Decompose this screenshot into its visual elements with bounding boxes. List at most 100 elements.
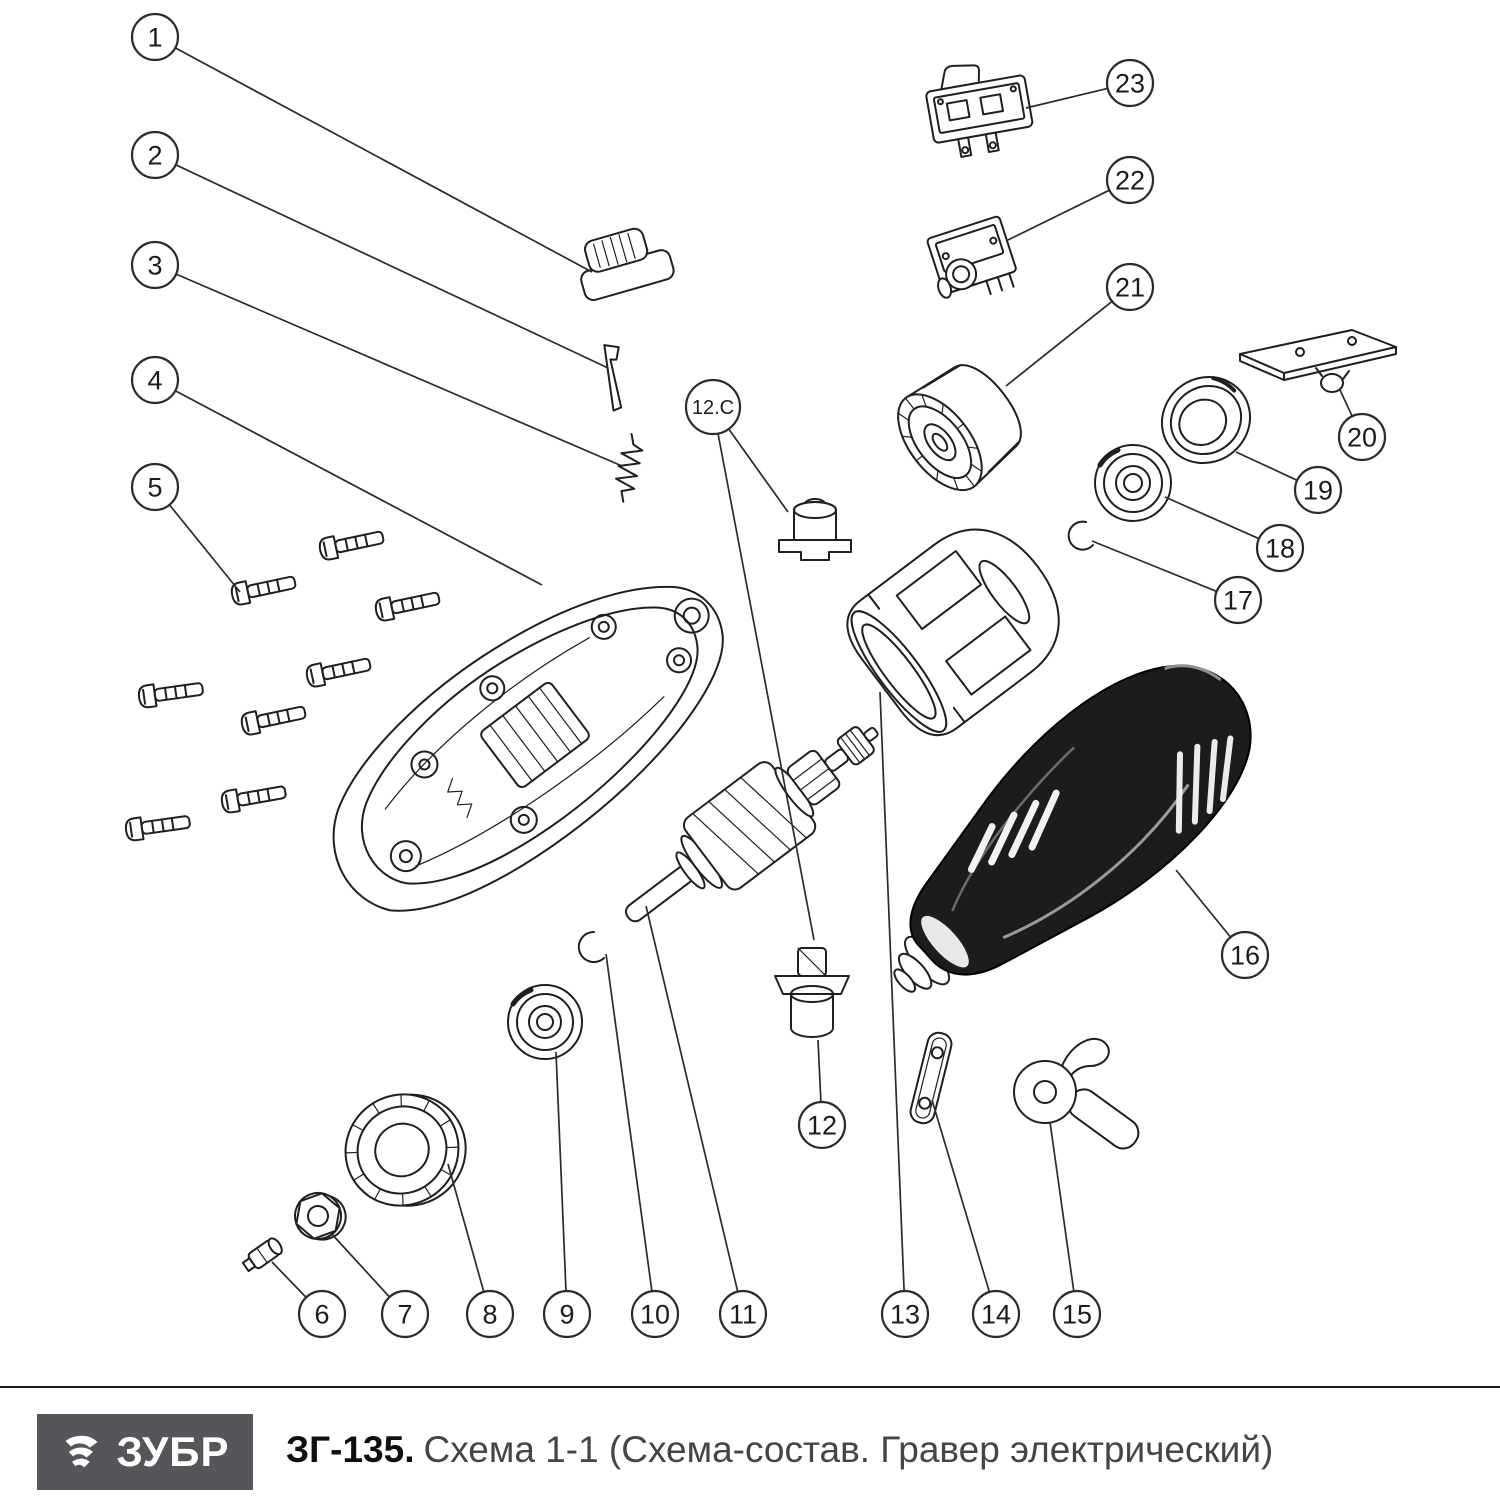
callout-12.C: [684, 378, 742, 436]
callout-label-6: 6: [314, 1299, 329, 1329]
callout-label-13: 13: [890, 1299, 920, 1329]
leader-line-1: [174, 47, 593, 273]
callout-6: [297, 1289, 347, 1339]
part-19-nose-cap-ring: [1160, 375, 1252, 465]
zubr-logo: ЗУБР: [37, 1414, 253, 1490]
leader-line-2: [175, 164, 609, 369]
callout-label-7: 7: [397, 1299, 412, 1329]
callout-8: [465, 1289, 515, 1339]
leader-line-10: [605, 953, 653, 1292]
callout-3: [130, 240, 180, 290]
part-23-power-switch: [925, 64, 1034, 158]
callout-15: [1052, 1289, 1102, 1339]
callout-21: [1105, 262, 1155, 312]
leader-line-5: [168, 504, 241, 593]
callout-label-18: 18: [1265, 533, 1295, 563]
callout-12: [797, 1100, 847, 1150]
leader-line-21: [1005, 300, 1113, 387]
part-10-retaining-ring-front: [577, 930, 605, 963]
callout-label-19: 19: [1303, 475, 1333, 505]
parts-artwork: [123, 64, 1397, 1273]
leader-line-7: [329, 1231, 391, 1298]
callout-4: [130, 355, 180, 405]
callout-18: [1255, 523, 1305, 573]
part-9-bearing-front: [507, 984, 583, 1060]
model-number: ЗГ-135.: [286, 1429, 415, 1470]
part-17-retaining-ring: [1067, 520, 1094, 551]
leader-line-9: [555, 1051, 567, 1292]
callout-label-5: 5: [147, 472, 162, 502]
part-12-brush-assembly: [774, 947, 850, 1038]
callout-label-16: 16: [1230, 940, 1260, 970]
callout-label-2: 2: [147, 140, 162, 170]
brand-name: ЗУБР: [116, 1428, 230, 1475]
leader-line-13: [879, 691, 905, 1292]
callout-label-10: 10: [640, 1299, 670, 1329]
part-16-housing-assembled: [893, 664, 1252, 993]
callout-label-20: 20: [1347, 422, 1377, 452]
callout-label-14: 14: [981, 1299, 1011, 1329]
diagram-title: ЗГ-135.Схема 1-1 (Схема-состав. Гравер э…: [286, 1429, 1273, 1471]
leader-line-23: [1025, 87, 1108, 109]
part-4-housing-left-half: [332, 585, 724, 912]
leader-line-12.C: [728, 428, 789, 513]
footer-divider: [0, 1386, 1500, 1388]
leader-line-11: [645, 905, 739, 1292]
leader-line-18: [1164, 496, 1260, 540]
callout-label-21: 21: [1115, 272, 1145, 302]
zubr-logo-icon: [65, 1435, 98, 1468]
callout-9: [542, 1289, 592, 1339]
callout-7: [380, 1289, 430, 1339]
scheme-name: Схема 1-1 (Схема-состав. Гравер электрич…: [423, 1429, 1274, 1470]
leader-line-12: [817, 1039, 822, 1103]
callout-label-9: 9: [559, 1299, 574, 1329]
leader-line-12.C: [717, 433, 815, 941]
callout-2: [130, 130, 180, 180]
part-14-brush-cover-plate: [909, 1031, 953, 1125]
part-21-field-stator: [897, 364, 1022, 492]
leader-line-6: [271, 1261, 307, 1298]
part-20-plate-roller: [1239, 329, 1397, 393]
part-1-switch-slider: [580, 227, 675, 302]
callout-label-12.C: 12.C: [692, 397, 734, 419]
callout-16: [1220, 930, 1270, 980]
callout-1: [130, 12, 180, 62]
callout-label-4: 4: [147, 365, 162, 395]
callout-19: [1293, 465, 1343, 515]
leader-line-15: [1049, 1121, 1075, 1292]
callout-11: [718, 1289, 768, 1339]
callout-20: [1337, 412, 1387, 462]
leader-line-22: [1007, 189, 1110, 241]
part-13-stator-sleeve: [846, 528, 1060, 737]
part-8-clamp-nut: [344, 1093, 467, 1207]
callout-label-15: 15: [1062, 1299, 1092, 1329]
leader-line-4: [174, 390, 543, 586]
callout-label-11: 11: [729, 1299, 757, 1329]
callout-17: [1213, 575, 1263, 625]
leader-line-19: [1235, 451, 1298, 482]
part-6-collet: [241, 1237, 283, 1273]
callout-14: [971, 1289, 1021, 1339]
callout-10: [630, 1289, 680, 1339]
callout-label-23: 23: [1115, 68, 1145, 98]
callout-label-8: 8: [482, 1299, 497, 1329]
part-18-bearing-rear: [1094, 444, 1172, 522]
callout-label-12: 12: [807, 1110, 837, 1140]
leader-line-17: [1091, 540, 1218, 593]
callout-label-17: 17: [1223, 585, 1253, 615]
callout-5: [130, 462, 180, 512]
part-22-speed-controller: [926, 215, 1017, 299]
part-12c-brush-cap: [778, 498, 852, 561]
leader-line-16: [1175, 869, 1232, 938]
callout-label-1: 1: [147, 22, 162, 52]
part-7-collet-nut: [294, 1192, 347, 1241]
leader-line-3: [175, 273, 623, 467]
part-15-hanger-bracket: [1013, 1038, 1140, 1150]
leader-line-8: [447, 1163, 485, 1293]
leader-line-14: [931, 1099, 991, 1293]
callout-23: [1105, 58, 1155, 108]
part-3-spring: [614, 432, 644, 503]
